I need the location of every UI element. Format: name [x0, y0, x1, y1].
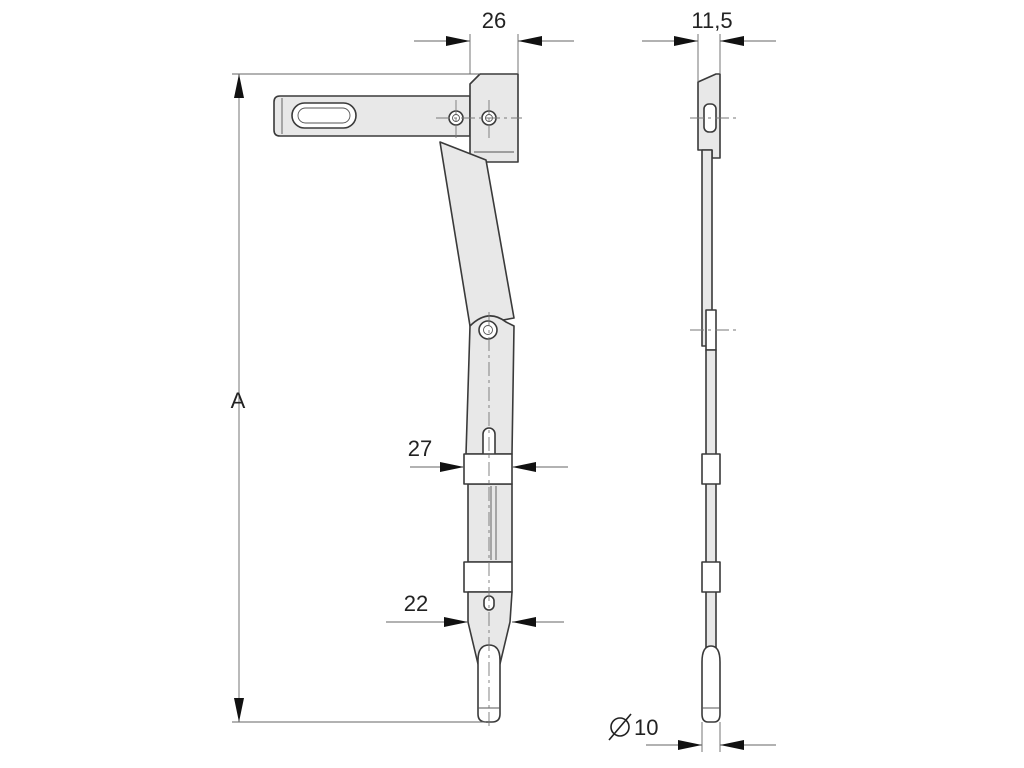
clamp-collar-lower [463, 561, 513, 593]
dimension-label-26: 26 [482, 8, 506, 33]
adjustment-slot [291, 102, 357, 129]
dimension-side-depth: 11,5 [642, 8, 776, 82]
dimension-label-27: 27 [408, 436, 432, 461]
clamp-collar-upper [463, 453, 513, 485]
front-view [273, 73, 522, 728]
dimension-height: A [231, 73, 486, 723]
side-clamp-lower [701, 561, 721, 593]
elbow-pivot [478, 320, 498, 340]
upper-link [439, 141, 515, 327]
locking-pin [477, 644, 501, 723]
side-clamp-upper [701, 453, 721, 485]
side-locking-pin [701, 645, 721, 723]
dimension-shaft-width: 22 [386, 591, 564, 627]
dimension-label-11-5: 11,5 [691, 8, 732, 33]
side-view [690, 73, 740, 723]
dimension-top-width: 26 [414, 8, 574, 74]
dimension-pin-diameter: 10 [608, 713, 776, 752]
side-lower-strip [705, 349, 717, 653]
dimension-label-22: 22 [404, 591, 428, 616]
dimension-label-a: A [231, 388, 246, 413]
dimension-label-10: 10 [634, 715, 658, 740]
diameter-icon [608, 713, 632, 741]
lower-shaft [465, 315, 515, 455]
dimension-clamp-width: 27 [408, 436, 568, 472]
shaft-mid [467, 483, 513, 563]
